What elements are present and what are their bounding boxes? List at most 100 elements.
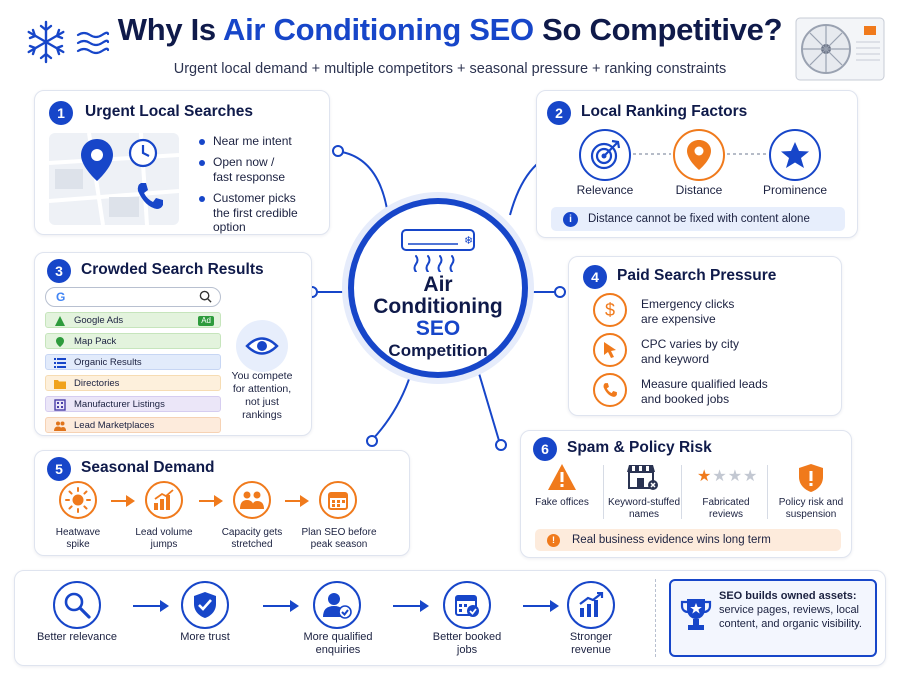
seo-callout: SEO builds owned assets: service pages, … <box>669 579 877 657</box>
center-line-1: Air <box>423 273 453 296</box>
map-pin-icon <box>79 137 115 183</box>
card-title: Crowded Search Results <box>81 261 264 278</box>
flow-arrow <box>393 600 429 612</box>
google-logo: G <box>56 290 66 304</box>
store-icon <box>627 463 659 491</box>
flow-label: Stronger revenue <box>569 631 613 656</box>
card-paid-search-pressure: 4 Paid Search Pressure $ Emergency click… <box>568 256 842 416</box>
factor-label: Distance <box>675 183 723 197</box>
ranking-note: i Distance cannot be fixed with content … <box>551 207 845 231</box>
callout-text: service pages, reviews, local content, a… <box>719 604 862 630</box>
paid-item: Measure qualified leads and booked jobs <box>641 377 768 406</box>
location-pin-icon <box>673 129 725 181</box>
calendar-icon <box>319 481 357 519</box>
side-note: You compete for attention, not just rank… <box>231 370 293 421</box>
result-directories[interactable]: Directories <box>45 375 221 391</box>
search-bar[interactable]: G <box>45 287 221 307</box>
cursor-icon <box>593 333 627 367</box>
air-wave-icon <box>76 30 110 56</box>
ranking-note-text: Distance cannot be fixed with content al… <box>588 213 810 225</box>
risk-label: Fake offices <box>535 497 589 508</box>
risk-label: Keyword-stuffed names <box>607 497 681 520</box>
callout-bold: SEO builds owned assets: <box>719 590 857 602</box>
flow-label: Better booked jobs <box>432 631 502 656</box>
google-ads-icon <box>54 315 66 327</box>
star-icon <box>769 129 821 181</box>
card-number: 5 <box>47 457 71 481</box>
ac-indoor-icon: ❄ <box>398 226 478 273</box>
trophy-icon <box>679 597 713 633</box>
rating-stars: ★★★★ <box>697 468 759 485</box>
page-title: Why Is Air Conditioning SEO So Competiti… <box>117 12 783 47</box>
card-spam-policy-risk: 6 Spam & Policy Risk ★★★★ Fake offices K… <box>520 430 852 558</box>
folder-icon <box>54 378 66 390</box>
risk-note-text: Real business evidence wins long term <box>572 534 771 546</box>
center-hub: ❄ Air Conditioning SEO Competition <box>348 198 528 378</box>
snowflake-icon <box>22 18 70 66</box>
center-line-4: Competition <box>388 341 488 360</box>
map-illustration <box>49 133 179 225</box>
calendar-check-icon <box>443 581 491 629</box>
center-line-2: Conditioning <box>373 295 503 318</box>
map-pack-icon <box>54 336 66 348</box>
card-urgent-local-searches: 1 Urgent Local Searches Near me intent O… <box>34 90 330 235</box>
ac-unit-icon <box>792 12 888 86</box>
center-line-3: SEO <box>415 317 461 340</box>
season-step: Heatwave spike <box>55 527 101 550</box>
clock-icon <box>127 137 159 169</box>
info-icon: i <box>563 211 578 227</box>
bullet-item: Open now / fast response <box>199 155 293 184</box>
card-number: 2 <box>547 101 571 125</box>
shield-warning-icon <box>797 463 825 493</box>
warning-icon <box>547 463 577 491</box>
card-number: 6 <box>533 437 557 461</box>
target-icon <box>579 129 631 181</box>
card-title: Urgent Local Searches <box>85 103 253 120</box>
result-map-pack[interactable]: Map Pack <box>45 333 221 349</box>
risk-label: Fabricated reviews <box>702 497 750 520</box>
people-icon <box>54 420 66 432</box>
card-number: 1 <box>49 101 73 125</box>
dollar-icon: $ <box>593 293 627 327</box>
flow-arrow <box>111 495 135 507</box>
footer-flow-panel: Better relevance More trust More qualifi… <box>14 570 886 666</box>
chart-up-icon <box>145 481 183 519</box>
card-seasonal-demand: 5 Seasonal Demand Heatwave spike Lead vo… <box>34 450 410 556</box>
result-manufacturer[interactable]: Manufacturer Listings <box>45 396 221 412</box>
result-organic[interactable]: Organic Results <box>45 354 221 370</box>
shield-check-icon <box>181 581 229 629</box>
season-step: Lead volume jumps <box>135 527 193 550</box>
flow-label: More qualified enquiries <box>303 631 373 656</box>
flow-arrow <box>133 600 169 612</box>
factor-label: Relevance <box>576 183 634 197</box>
search-icon <box>199 290 212 308</box>
flow-arrow <box>285 495 309 507</box>
factor-links <box>633 153 767 155</box>
factor-label: Prominence <box>762 183 828 197</box>
flow-label: More trust <box>180 631 230 643</box>
paid-item: CPC varies by city and keyword <box>641 337 740 366</box>
flow-arrow <box>199 495 223 507</box>
card-number: 3 <box>47 259 71 283</box>
bullet-item: Near me intent <box>199 134 323 149</box>
risk-label: Policy risk and suspension <box>778 497 844 520</box>
card-title: Paid Search Pressure <box>617 267 777 284</box>
building-icon <box>54 399 66 411</box>
eye-icon <box>236 320 288 372</box>
ad-badge: Ad <box>198 316 214 326</box>
card-number: 4 <box>583 265 607 289</box>
result-lead-marketplaces[interactable]: Lead Marketplaces <box>45 417 221 433</box>
svg-text:❄: ❄ <box>464 234 473 247</box>
sun-icon <box>59 481 97 519</box>
season-step: Capacity gets stretched <box>221 527 283 550</box>
result-google-ads[interactable]: Google Ads Ad <box>45 312 221 328</box>
card-title: Seasonal Demand <box>81 459 215 476</box>
alert-dot-icon: ! <box>547 533 560 547</box>
magnifier-icon <box>53 581 101 629</box>
flow-arrow <box>523 600 559 612</box>
card-title: Spam & Policy Risk <box>567 439 712 456</box>
paid-item: Emergency clicks are expensive <box>641 297 735 326</box>
flow-arrow <box>263 600 299 612</box>
bullet-item: Customer picks the first credible option <box>199 191 309 235</box>
card-local-ranking-factors: 2 Local Ranking Factors Relevance Distan… <box>536 90 858 238</box>
